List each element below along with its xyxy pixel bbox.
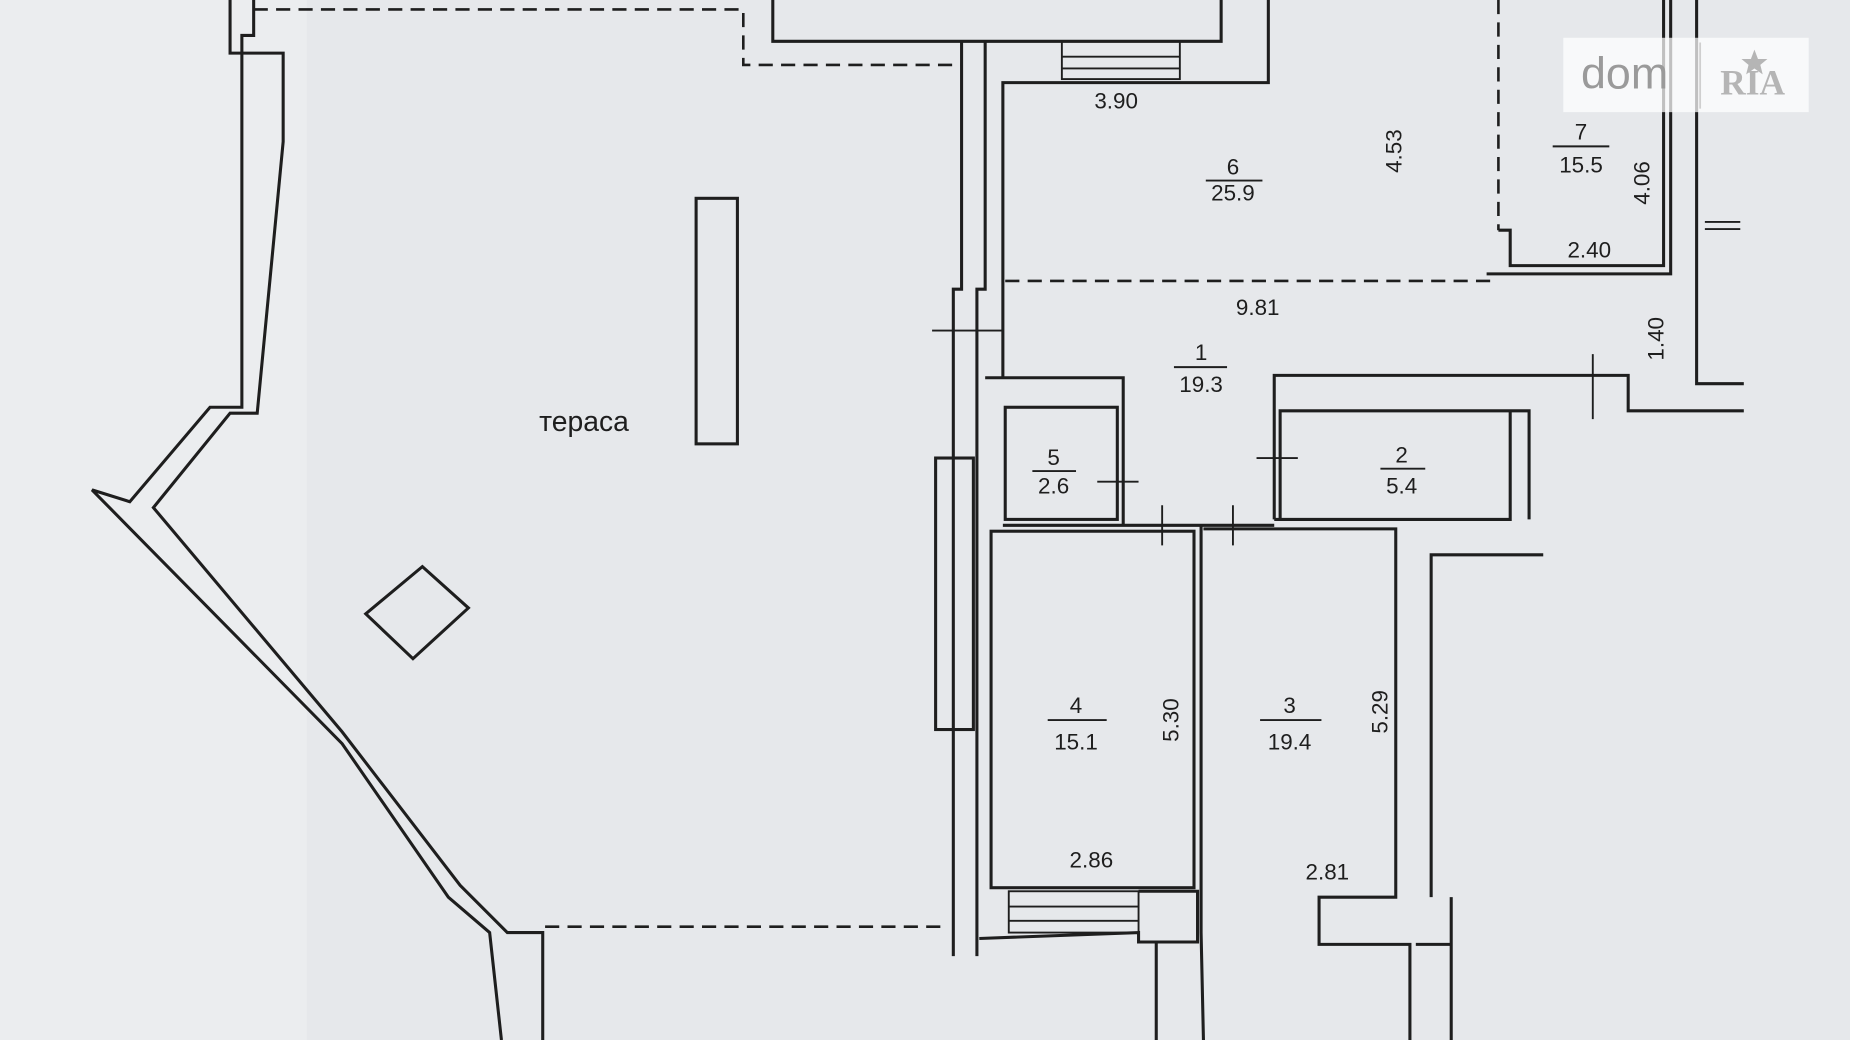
walls	[90, 0, 1744, 1040]
dimension-label: 1.40	[1644, 317, 1669, 361]
room-area: 5.4	[1386, 473, 1417, 498]
room-area: 25.9	[1211, 181, 1255, 206]
room-6: 6 25.9	[1205, 155, 1263, 206]
room-area: 19.3	[1179, 372, 1223, 397]
room-area: 2.6	[1038, 473, 1069, 498]
watermark-text: dom	[1581, 48, 1668, 99]
room-number: 3	[1283, 693, 1295, 718]
star-icon	[1741, 49, 1768, 75]
dimension-label: 9.81	[1236, 295, 1280, 320]
dimension-label: 2.40	[1567, 237, 1611, 262]
dimensions: 3.90 4.53 4.06 2.40 9.81 1.40 5.30 5.29 …	[1070, 89, 1669, 885]
terrace-label: тераса	[539, 406, 629, 438]
room-5: 5 2.6	[1032, 445, 1077, 498]
dimension-label: 5.30	[1159, 698, 1184, 742]
room-number: 6	[1227, 155, 1239, 180]
domria-watermark: dom RIA	[1563, 37, 1809, 113]
room-3: 3 19.4	[1260, 693, 1322, 755]
room-area: 15.1	[1054, 730, 1098, 755]
room-number: 4	[1070, 693, 1082, 718]
room-number: 5	[1047, 445, 1059, 470]
room-area: 15.5	[1559, 152, 1603, 177]
dimension-label: 4.53	[1382, 129, 1407, 173]
dimension-label: 2.86	[1070, 848, 1114, 873]
room-number: 2	[1395, 443, 1407, 468]
dimension-label: 2.81	[1306, 859, 1350, 884]
room-number: 1	[1195, 340, 1207, 365]
room-1: 1 19.3	[1173, 340, 1228, 397]
room-number: 7	[1575, 119, 1587, 144]
dimension-label: 3.90	[1094, 89, 1138, 114]
room-7: 7 15.5	[1552, 119, 1610, 177]
room-2: 2 5.4	[1380, 443, 1426, 498]
dimension-label: 5.29	[1368, 690, 1393, 734]
room-area: 19.4	[1268, 730, 1312, 755]
dimension-label: 4.06	[1629, 161, 1654, 205]
room-4: 4 15.1	[1047, 693, 1107, 755]
